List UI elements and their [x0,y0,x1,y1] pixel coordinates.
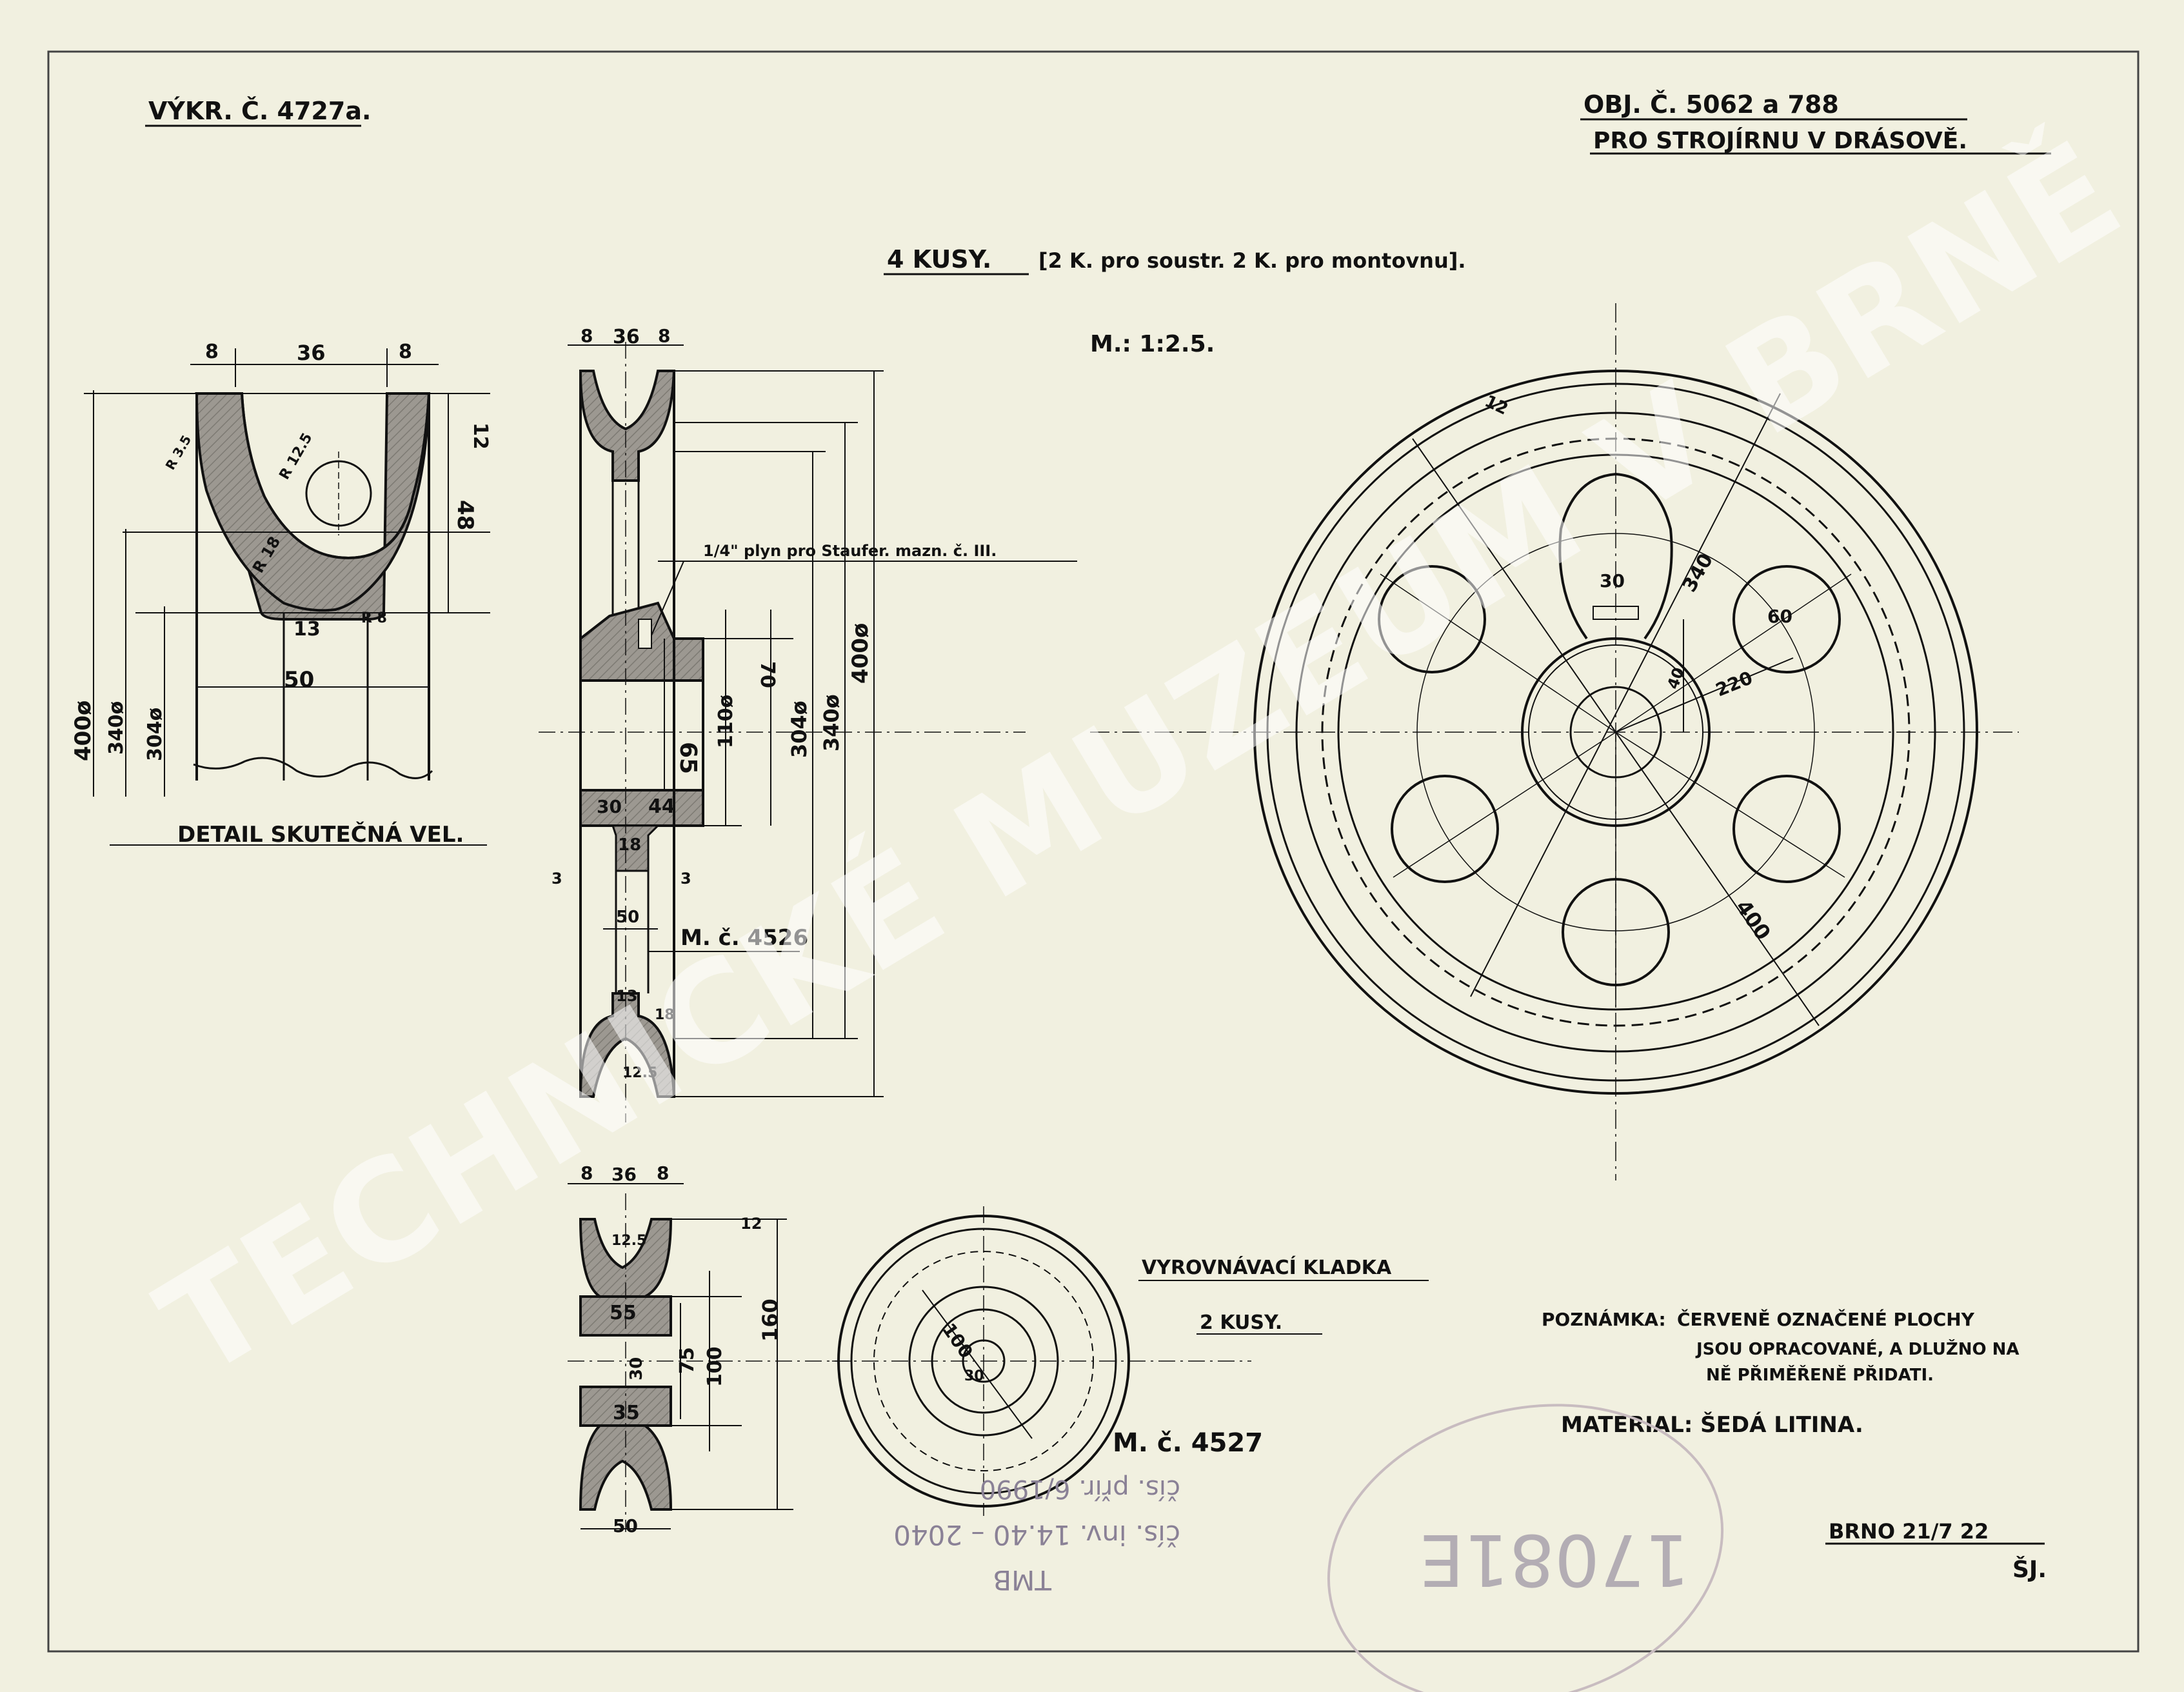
small-dim-36: 36 [611,1164,637,1185]
section-dim-36: 36 [613,326,640,348]
section-dim-304: 304ø [787,701,811,758]
outer-rim-circle [1253,370,1978,1095]
section-dim-18b: 18 [655,1007,675,1023]
small-pulley-pieces: 2 KUSY. [1200,1311,1282,1334]
front-dim-400: 400 [1731,895,1775,945]
section-dim-44: 44 [648,795,675,818]
detail-dim-340: 340ø [105,701,128,755]
section-dim-30: 30 [597,796,622,817]
front-dim-60: 60 [1767,606,1792,627]
small-dim-75: 75 [676,1347,699,1374]
small-dim-100: 100 [704,1346,726,1387]
section-dim-50: 50 [616,908,639,927]
section-view: 8 36 8 70 65 110ø 304ø 340ø 400ø 30 44 1… [539,325,1077,1122]
section-dim-3b: 3 [680,870,691,888]
small-dim-55: 55 [610,1302,637,1324]
small-dim-30: 30 [627,1357,646,1380]
small-dim-35: 35 [613,1402,640,1424]
museum-watermark: TECHNICKÉ MUZEUM V BRNĚ [133,110,2146,1409]
small-pulley-model-number: M. č. 4527 [1113,1428,1263,1458]
order-number: OBJ. Č. 5062 a 788 [1583,90,1839,119]
section-dim-8b: 8 [658,325,670,346]
front-view: 12 30 340 60 220 40 400 [1090,303,2019,1180]
plant-name: PRO STROJÍRNU V DRÁSOVĚ. [1593,127,1967,154]
small-dim-8b: 8 [657,1162,669,1184]
archive-tmb: TMB [993,1564,1052,1596]
front-dim-220: 220 [1712,667,1756,701]
quantity-split: [2 K. pro soustr. 2 K. pro montovnu]. [1038,248,1466,273]
section-dim-18: 18 [618,835,641,855]
drawing-border [47,50,2139,1653]
detail-dim-13: 13 [293,618,321,641]
small-pulley-title: VYROVNÁVACÍ KLADKA [1142,1256,1392,1279]
place-date: BRNO 21/7 22 [1829,1519,1989,1544]
detail-dim-400: 400ø [70,701,96,761]
small-dim-50: 50 [613,1515,638,1537]
small-dim-8a: 8 [581,1162,593,1184]
detail-dim-r125: R 12.5 [277,430,316,483]
archive-inventory: čís. inv. 14.40 – 2040 [893,1519,1180,1551]
section-dim-110: 110ø [715,695,737,748]
initials: ŠJ. [2012,1556,2047,1583]
detail-dim-8b: 8 [399,341,412,363]
small-dim-125: 12.5 [611,1233,646,1249]
web-hole [1391,775,1499,883]
detail-dim-8a: 8 [205,341,219,363]
circled-inventory-mark: 17081E [1327,1404,1724,1692]
quantity-pieces: 4 KUSY. [887,245,991,274]
note-line-2: JSOU OPRACOVANÉ, A DLUŽNO NA [1695,1339,2020,1359]
archive-accession: čís. přír. 6/1990 [980,1474,1180,1504]
section-dim-340: 340ø [819,694,844,751]
detail-dim-48: 48 [452,500,478,530]
detail-dim-r3: R 3.5 [163,432,195,472]
archive-stamp: TMB čís. inv. 14.40 – 2040 čís. přír. 6/… [893,1474,1180,1596]
section-model-number: M. č. 4526 [680,925,808,951]
detail-dim-304: 304ø [144,708,166,761]
section-dim-3a: 3 [551,870,562,888]
front-dim-30: 30 [1600,570,1625,592]
detail-dim-r8: R 8 [361,610,387,626]
detail-dim-36: 36 [297,341,326,365]
detail-caption: DETAIL SKUTEČNÁ VEL. [177,821,464,848]
detail-dim-12: 12 [469,423,491,450]
small-front-dim-30: 30 [964,1368,984,1384]
material-note: MATERIAL: ŠEDÁ LITINA. [1561,1411,1863,1438]
section-dim-70: 70 [756,661,779,688]
front-dim-340: 340 [1678,550,1718,596]
section-dim-125: 12.5 [622,1065,657,1081]
section-dim-65: 65 [675,742,701,774]
circled-number: 17081E [1420,1518,1690,1601]
web-hole [1732,565,1841,673]
small-dim-160: 160 [758,1299,782,1342]
web-hole [1732,775,1841,883]
detail-view: 8 36 8 12 48 R 3.5 R 12.5 R 18 13 R 8 50… [70,341,491,848]
small-dim-12: 12 [740,1215,762,1233]
note-line-3: NĚ PŘIMĚŘENĚ PŘIDATI. [1706,1364,1934,1385]
web-hole [1378,565,1486,673]
lubricator-note: 1/4" plyn pro Staufer. mazn. č. III. [703,542,997,560]
section-dim-8a: 8 [581,325,593,346]
small-pulley-section: 8 36 8 12.5 12 55 30 75 100 160 35 50 [568,1162,851,1537]
section-dim-400: 400ø [848,623,873,684]
note-label: POZNÁMKA: [1542,1308,1666,1330]
note-line-1: ČERVENĚ OZNAČENÉ PLOCHY [1677,1308,1975,1330]
section-dim-13: 13 [616,987,637,1005]
small-pulley-front: 100 30 [832,1206,1251,1516]
scale-label: M.: 1:2.5. [1090,331,1215,357]
detail-dim-50: 50 [284,667,314,693]
drawing-number: VÝKR. Č. 4727a. [148,97,371,125]
